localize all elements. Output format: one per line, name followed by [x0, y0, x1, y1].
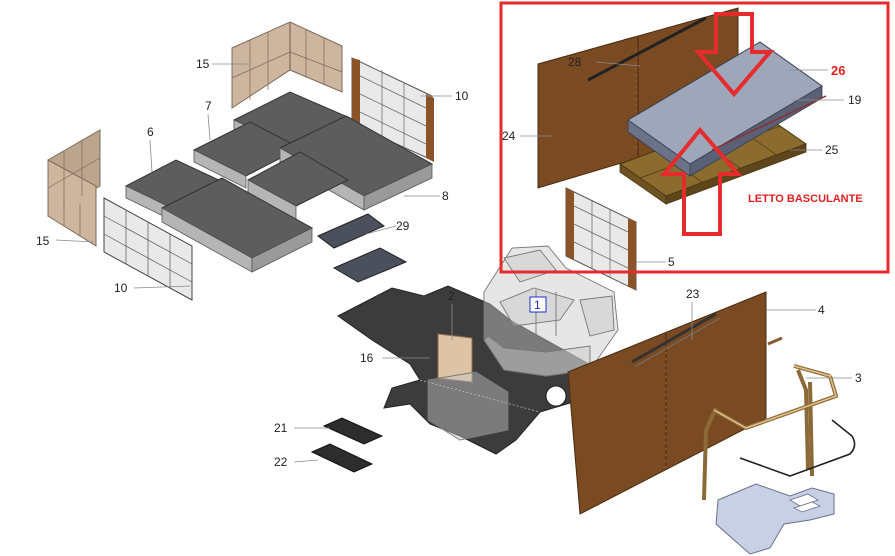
callout-26: 26: [831, 63, 845, 78]
part-storage-box: [427, 371, 509, 441]
callout-29: 29: [396, 219, 410, 233]
part-10-grid-panel-bottom: [103, 197, 193, 301]
part-21-mat: [322, 417, 384, 445]
small-bracket: [767, 336, 783, 346]
part-29-mats: [317, 213, 408, 283]
leader-lines: [55, 61, 852, 463]
part-2-lining-block: [437, 333, 473, 383]
part-4-wood-panel: [567, 291, 767, 515]
callout-24: 24: [502, 129, 516, 143]
arrow-up-icon: [659, 126, 743, 236]
part-7-cushion-back: [192, 91, 352, 189]
part-3-wire-loop: [739, 419, 856, 477]
part-floor-plate: [715, 483, 835, 555]
callout-21: 21: [274, 421, 288, 435]
highlight-frame: [499, 1, 890, 274]
callout-1-box: [529, 296, 547, 313]
callout-10-bottom: 10: [114, 281, 128, 295]
part-22-mat: [310, 443, 374, 473]
callout-5: 5: [668, 255, 675, 269]
callout-25: 25: [825, 143, 839, 157]
part-1-seat-base: [483, 245, 619, 377]
callout-2: 2: [448, 289, 455, 303]
callout-6: 6: [147, 125, 154, 139]
arrow-down-icon: [693, 12, 775, 98]
highlight-label: LETTO BASCULANTE: [748, 193, 863, 205]
callout-1: 1: [534, 298, 541, 312]
callout-15-top: 15: [196, 57, 210, 71]
callout-22: 22: [274, 455, 288, 469]
part-8-cushion-long: [246, 115, 434, 221]
callout-8: 8: [442, 189, 449, 203]
part-6-cushion-front: [124, 159, 314, 273]
part-10-grid-panel-top: [351, 57, 434, 162]
callout-15-left: 15: [36, 234, 50, 248]
callout-10-top: 10: [455, 89, 469, 103]
part-5-grid-panel: [565, 187, 637, 291]
callout-16: 16: [360, 351, 374, 365]
part-23-rod: [631, 312, 721, 367]
callout-4: 4: [818, 303, 825, 317]
part-15-lining-top: [231, 21, 343, 109]
callout-19: 19: [848, 93, 862, 107]
callout-23: 23: [686, 287, 700, 301]
part-19-rod: [711, 95, 827, 151]
callout-3: 3: [855, 371, 862, 385]
callout-7: 7: [205, 99, 212, 113]
part-3-frame-highlight: [713, 365, 837, 429]
callout-28: 28: [568, 55, 582, 69]
part-28-rod: [587, 16, 707, 82]
part-15-lining-left: [47, 129, 101, 247]
